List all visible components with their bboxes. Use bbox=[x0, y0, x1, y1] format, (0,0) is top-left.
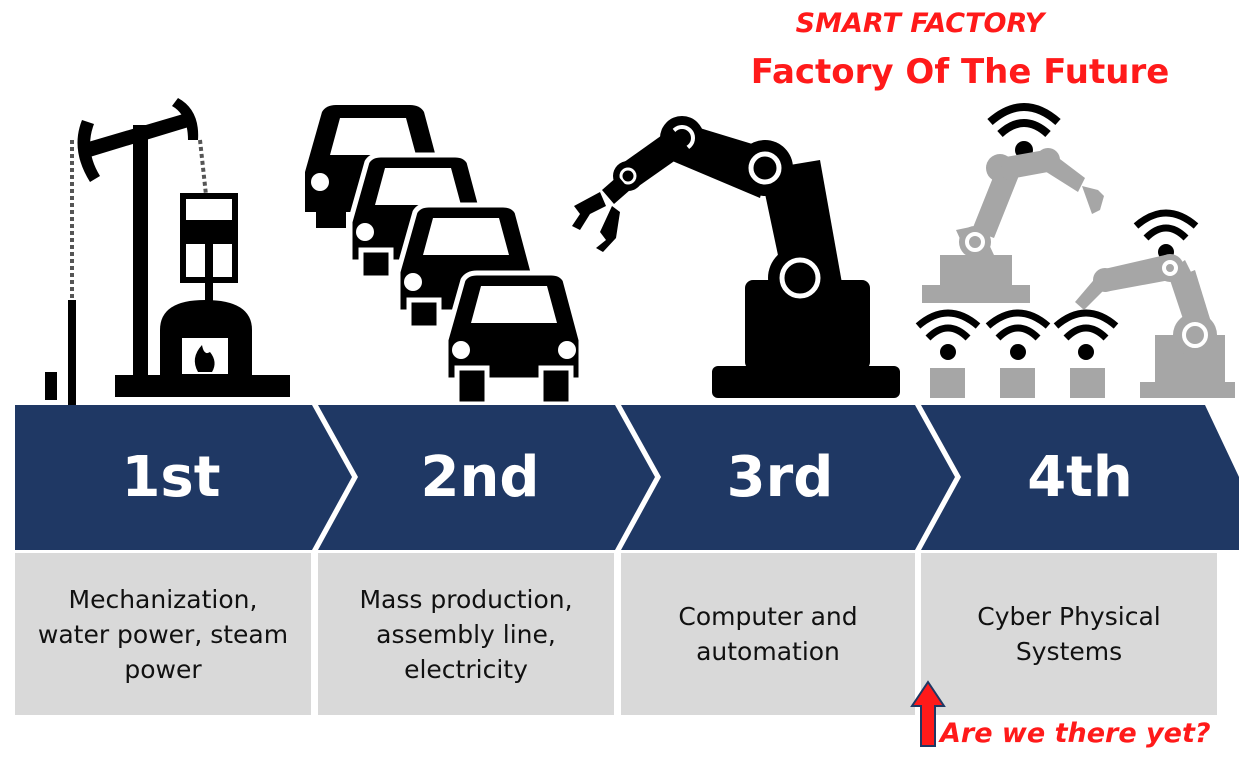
smart-factory-heading: SMART FACTORY bbox=[795, 8, 1045, 39]
up-arrow-icon bbox=[910, 680, 946, 747]
description-box-4: Cyber Physical Systems bbox=[921, 553, 1217, 715]
connected-robots-wifi-icon bbox=[915, 103, 1235, 398]
description-text-4: Cyber Physical Systems bbox=[977, 602, 1161, 666]
description-box-2: Mass production, assembly line, electric… bbox=[318, 553, 614, 715]
question-text: Are we there yet? bbox=[940, 718, 1211, 749]
pump-jack-steam-engine-icon bbox=[45, 98, 290, 405]
description-text-1: Mechanization, water power, steam power bbox=[37, 584, 289, 684]
chevron-stage-3 bbox=[621, 405, 955, 550]
stage-label-4: 4th bbox=[1027, 445, 1133, 510]
chevron-stage-1 bbox=[15, 405, 352, 550]
stage-label-3: 3rd bbox=[726, 445, 834, 510]
chevron-stage-2 bbox=[318, 405, 655, 550]
car-assembly-line-icon bbox=[305, 105, 584, 405]
description-box-3: Computer and automation bbox=[621, 553, 915, 715]
stage-label-1: 1st bbox=[121, 445, 221, 510]
factory-future-heading: Factory Of The Future bbox=[750, 52, 1170, 92]
robot-arm-icon bbox=[572, 116, 900, 398]
description-text-2: Mass production, assembly line, electric… bbox=[359, 584, 573, 684]
description-box-1: Mechanization, water power, steam power bbox=[15, 553, 311, 715]
stage-label-2: 2nd bbox=[420, 445, 540, 510]
chevron-stage-4 bbox=[921, 405, 1239, 550]
description-text-3: Computer and automation bbox=[678, 602, 858, 666]
